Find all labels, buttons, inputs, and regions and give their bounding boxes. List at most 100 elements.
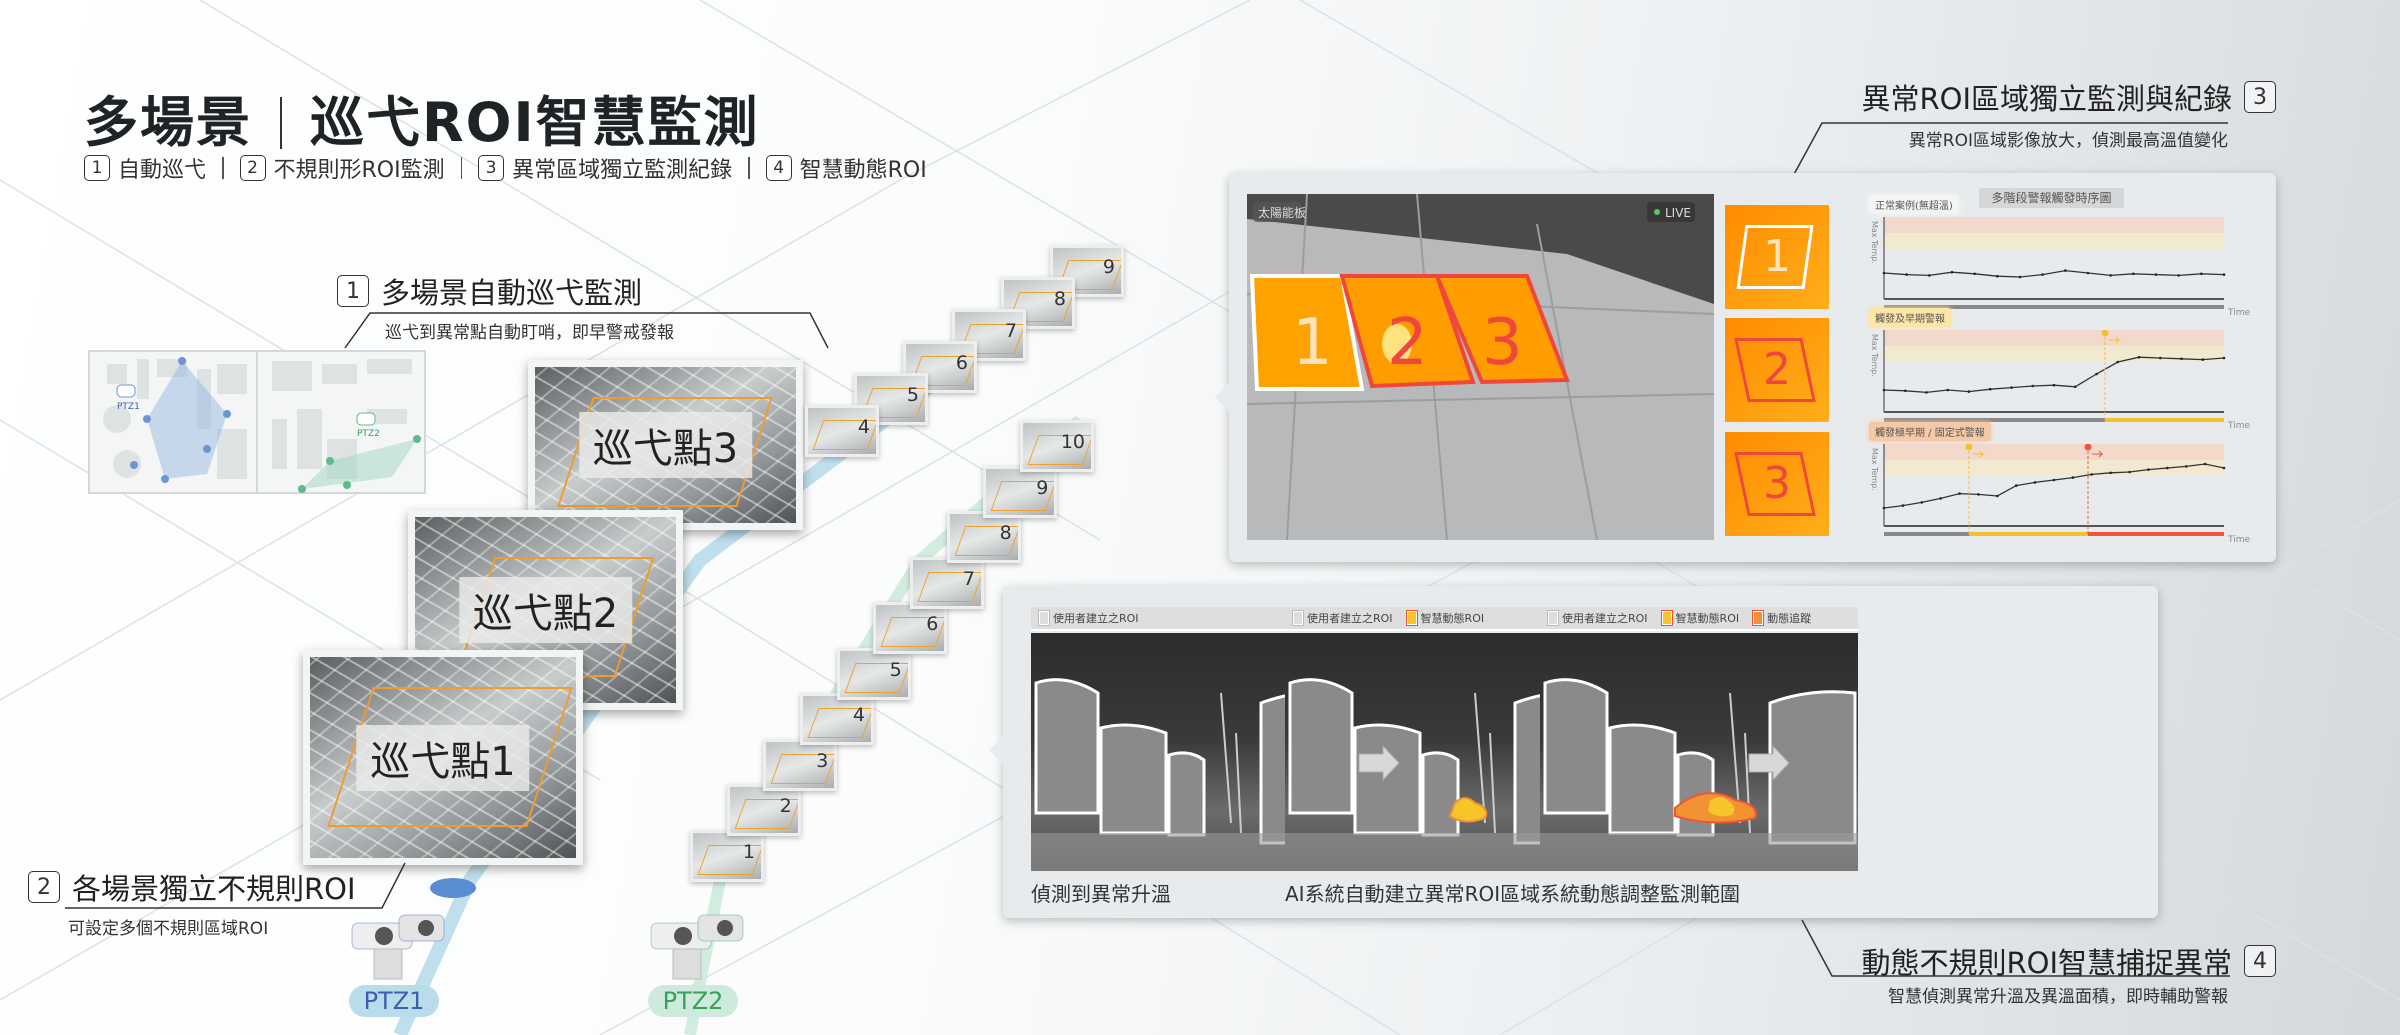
page-title: 多場景巡弋ROI智慧監測 bbox=[84, 78, 760, 157]
alarm-stage-tag: 正常案例(無超溫) bbox=[1869, 195, 1959, 214]
callout-pointer bbox=[989, 736, 1003, 764]
thumbnail-number: 8 bbox=[1053, 288, 1066, 310]
data-point bbox=[1958, 492, 1961, 495]
legend-swatch bbox=[1405, 610, 1418, 626]
data-point bbox=[2158, 356, 2162, 360]
patrol-thumbnail[interactable]: 3 bbox=[763, 738, 838, 791]
alarm-stage-tag: 觸發及早期警報 bbox=[1869, 308, 1951, 327]
legend-user-roi: 使用者建立之ROI bbox=[1292, 610, 1393, 626]
patrol-thumbnail[interactable]: 7 bbox=[952, 309, 1026, 361]
roi-crop-image[interactable]: 1 bbox=[1725, 205, 1829, 309]
ptz-camera-icon[interactable] bbox=[344, 905, 454, 985]
alarm-timeline-segment bbox=[1884, 418, 2105, 422]
divider bbox=[460, 157, 463, 179]
patrol-thumbnail[interactable]: 5 bbox=[836, 647, 911, 700]
patrol-point-1-image[interactable]: 巡弋點1 bbox=[303, 650, 583, 865]
thumbnail-number: 9 bbox=[1102, 256, 1115, 278]
step-caption: 系統動態調整監測範圍 bbox=[1540, 882, 1740, 906]
roi-number: 1 bbox=[1763, 231, 1791, 282]
feature-label: 自動巡弋 bbox=[118, 158, 207, 183]
data-point bbox=[2128, 470, 2131, 474]
data-point bbox=[2073, 385, 2077, 389]
thumbnail-number: 7 bbox=[1004, 320, 1017, 342]
thumbnail-number: 7 bbox=[962, 567, 975, 590]
leader-line bbox=[1801, 919, 2230, 977]
patrol-point-label: 巡弋點2 bbox=[458, 577, 633, 643]
legend-label: 使用者建立之ROI bbox=[1307, 612, 1393, 625]
y-axis-label: Max Temp. bbox=[1870, 448, 1879, 491]
number-badge: 1 bbox=[84, 155, 110, 181]
roi-number: 3 bbox=[1763, 458, 1791, 509]
patrol-thumbnail[interactable]: 2 bbox=[726, 784, 801, 837]
title-divider bbox=[280, 97, 282, 149]
patrol-thumbnail[interactable]: 6 bbox=[873, 602, 948, 655]
data-point bbox=[1925, 391, 1928, 394]
data-point bbox=[1905, 273, 1908, 276]
yellow-band bbox=[1884, 233, 2224, 249]
live-dot-icon bbox=[1654, 209, 1660, 215]
number-badge: 4 bbox=[765, 155, 792, 181]
temperature-timeline-chart: Max Temp. Time bbox=[1870, 444, 2250, 545]
arrow-right-icon bbox=[1358, 744, 1400, 782]
data-point bbox=[1882, 271, 1886, 275]
legend-user-roi: 使用者建立之ROI bbox=[1038, 610, 1139, 626]
thumbnail-number: 6 bbox=[955, 352, 968, 374]
patrol-thumbnail[interactable]: 4 bbox=[800, 693, 874, 746]
thumbnail-number: 3 bbox=[816, 749, 829, 772]
legend-label: 使用者建立之ROI bbox=[1053, 612, 1139, 625]
legend-smart-roi: 智慧動態ROI bbox=[1660, 610, 1740, 626]
bracket-line bbox=[344, 312, 829, 349]
data-point bbox=[2052, 383, 2056, 387]
section-title-text: 多場景自動巡弋監測 bbox=[381, 276, 643, 310]
patrol-thumbnail[interactable]: 7 bbox=[910, 556, 984, 609]
thermal-tank-image[interactable] bbox=[1540, 633, 1858, 871]
data-point bbox=[2132, 272, 2135, 276]
thumbnail-number: 8 bbox=[999, 522, 1012, 545]
legend-swatch bbox=[1660, 610, 1673, 626]
alarm-marker-icon bbox=[1965, 444, 1973, 451]
section3-subtitle: 異常ROI區域影像放大，偵測最高溫值變化 bbox=[1908, 131, 2228, 151]
data-point bbox=[1903, 389, 1907, 393]
section-title-text: 動態不規則ROI智慧捕捉異常 bbox=[1861, 946, 2232, 980]
alarm-timeline-segment bbox=[2088, 532, 2224, 536]
patrol-thumbnail[interactable]: 9 bbox=[983, 465, 1058, 518]
data-point bbox=[2052, 478, 2056, 482]
legend-label: 智慧動態ROI bbox=[1675, 612, 1740, 625]
thermal-live-view[interactable]: 1 2 3 太陽能板 LIVE bbox=[1247, 194, 1714, 540]
temperature-line bbox=[1883, 269, 2225, 278]
legend-label: 智慧動態ROI bbox=[1420, 612, 1485, 625]
leader-line bbox=[1791, 122, 2228, 179]
patrol-thumbnail[interactable]: 1 bbox=[690, 830, 764, 882]
patrol-thumbnail[interactable]: 10 bbox=[1020, 420, 1094, 472]
floor-plan-map: PTZ1 PTZ2 bbox=[88, 350, 426, 494]
thumbnail-number: 4 bbox=[857, 416, 870, 438]
roi-monitoring-panel: 1 2 3 太陽能板 LIVE 多階段警報觸發時序圖 1 正常案例(無超溫) M… bbox=[1215, 173, 2276, 562]
data-point bbox=[2180, 357, 2183, 361]
number-badge: 4 bbox=[2244, 945, 2276, 977]
patrol-thumbnail[interactable]: 8 bbox=[946, 511, 1021, 564]
patrol-thumbnail[interactable]: 9 bbox=[1050, 245, 1124, 297]
roi-crop-image[interactable]: 2 bbox=[1725, 318, 1829, 422]
thumbnail-number: 2 bbox=[779, 795, 792, 818]
step-caption: AI系統自動建立異常ROI區域 bbox=[1285, 882, 1541, 906]
data-point bbox=[1973, 272, 1976, 276]
patrol-thumbnail[interactable]: 4 bbox=[805, 405, 879, 457]
alarm-marker-icon bbox=[2101, 330, 2109, 337]
scene-label: 太陽能板 bbox=[1258, 205, 1306, 220]
data-point bbox=[1882, 388, 1886, 392]
roi-crop-image[interactable]: 3 bbox=[1725, 432, 1829, 536]
map-label-ptz2: PTZ2 bbox=[357, 429, 380, 439]
patrol-point-3-image[interactable]: 巡弋點3 bbox=[528, 360, 803, 530]
ptz-camera-icon[interactable] bbox=[643, 905, 753, 985]
data-point bbox=[1988, 387, 1992, 391]
data-point bbox=[1996, 274, 1999, 278]
red-band bbox=[1884, 330, 2224, 346]
x-axis-label: Time bbox=[2227, 421, 2250, 431]
data-point bbox=[1928, 274, 1931, 277]
alarm-stage-tag: 觸發極早期 / 固定式警報 bbox=[1869, 422, 1991, 441]
data-point bbox=[1967, 390, 1971, 393]
temperature-timeline-chart: Max Temp. Time bbox=[1870, 217, 2250, 318]
